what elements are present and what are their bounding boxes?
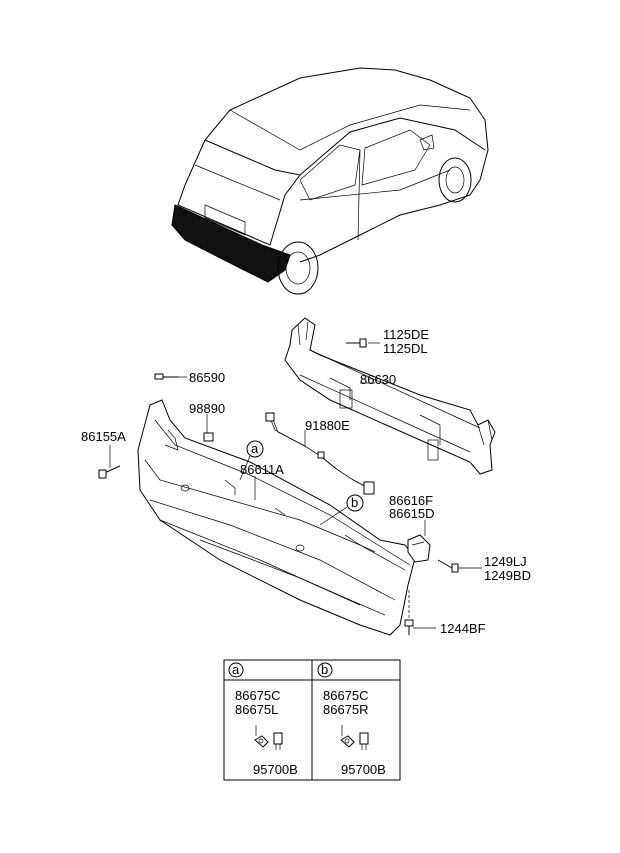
label-1249LJ: 1249LJ [484,554,527,569]
legend-b-part-1: 86675C [323,688,369,703]
marker-b-label: b [351,495,358,510]
label-86616F: 86616F [389,493,433,508]
marker-a-label: a [251,441,259,456]
legend-a-part-1: 86675C [235,688,281,703]
legend-a-clip: 95700B [253,762,298,777]
legend-b-clip-drawing [340,725,369,750]
label-86630: 86630 [360,372,396,387]
label-86615D: 86615D [389,506,435,521]
wiring-harness [265,412,375,495]
label-86590: 86590 [189,370,225,385]
bumper-beam [284,317,496,475]
label-1125DL: 1125DL [383,341,428,356]
screw-86155A [98,465,121,479]
leader-lines [109,342,482,629]
label-1125DE: 1125DE [383,327,429,342]
label-91880E: 91880E [305,418,350,433]
clip-86590 [154,373,178,380]
legend-a-marker: a [232,662,240,677]
legend-b-part-2: 86675R [323,702,369,717]
bolt-1249 [437,559,459,573]
bracket-86616 [407,534,431,563]
label-98890: 98890 [189,401,225,416]
label-1249BD: 1249BD [484,568,531,583]
label-86611A: 86611A [240,462,284,477]
legend-table: a 86675C 86675L 95700B b 86675C 86675R 9… [223,659,401,781]
clip-98890 [203,424,214,442]
legend-b-clip: 95700B [341,762,386,777]
legend-a-clip-drawing [254,725,283,750]
marker-a: a [246,440,264,458]
bolt-1244BF [404,590,414,635]
label-86155A: 86155A [81,429,126,444]
legend-b-marker: b [321,662,328,677]
legend-a-part-2: 86675L [235,702,278,717]
marker-b: b [346,494,364,512]
car-illustration [171,67,489,295]
label-1244BF: 1244BF [440,621,486,636]
bumper-cover [137,399,416,636]
bolt-1125 [346,338,367,348]
